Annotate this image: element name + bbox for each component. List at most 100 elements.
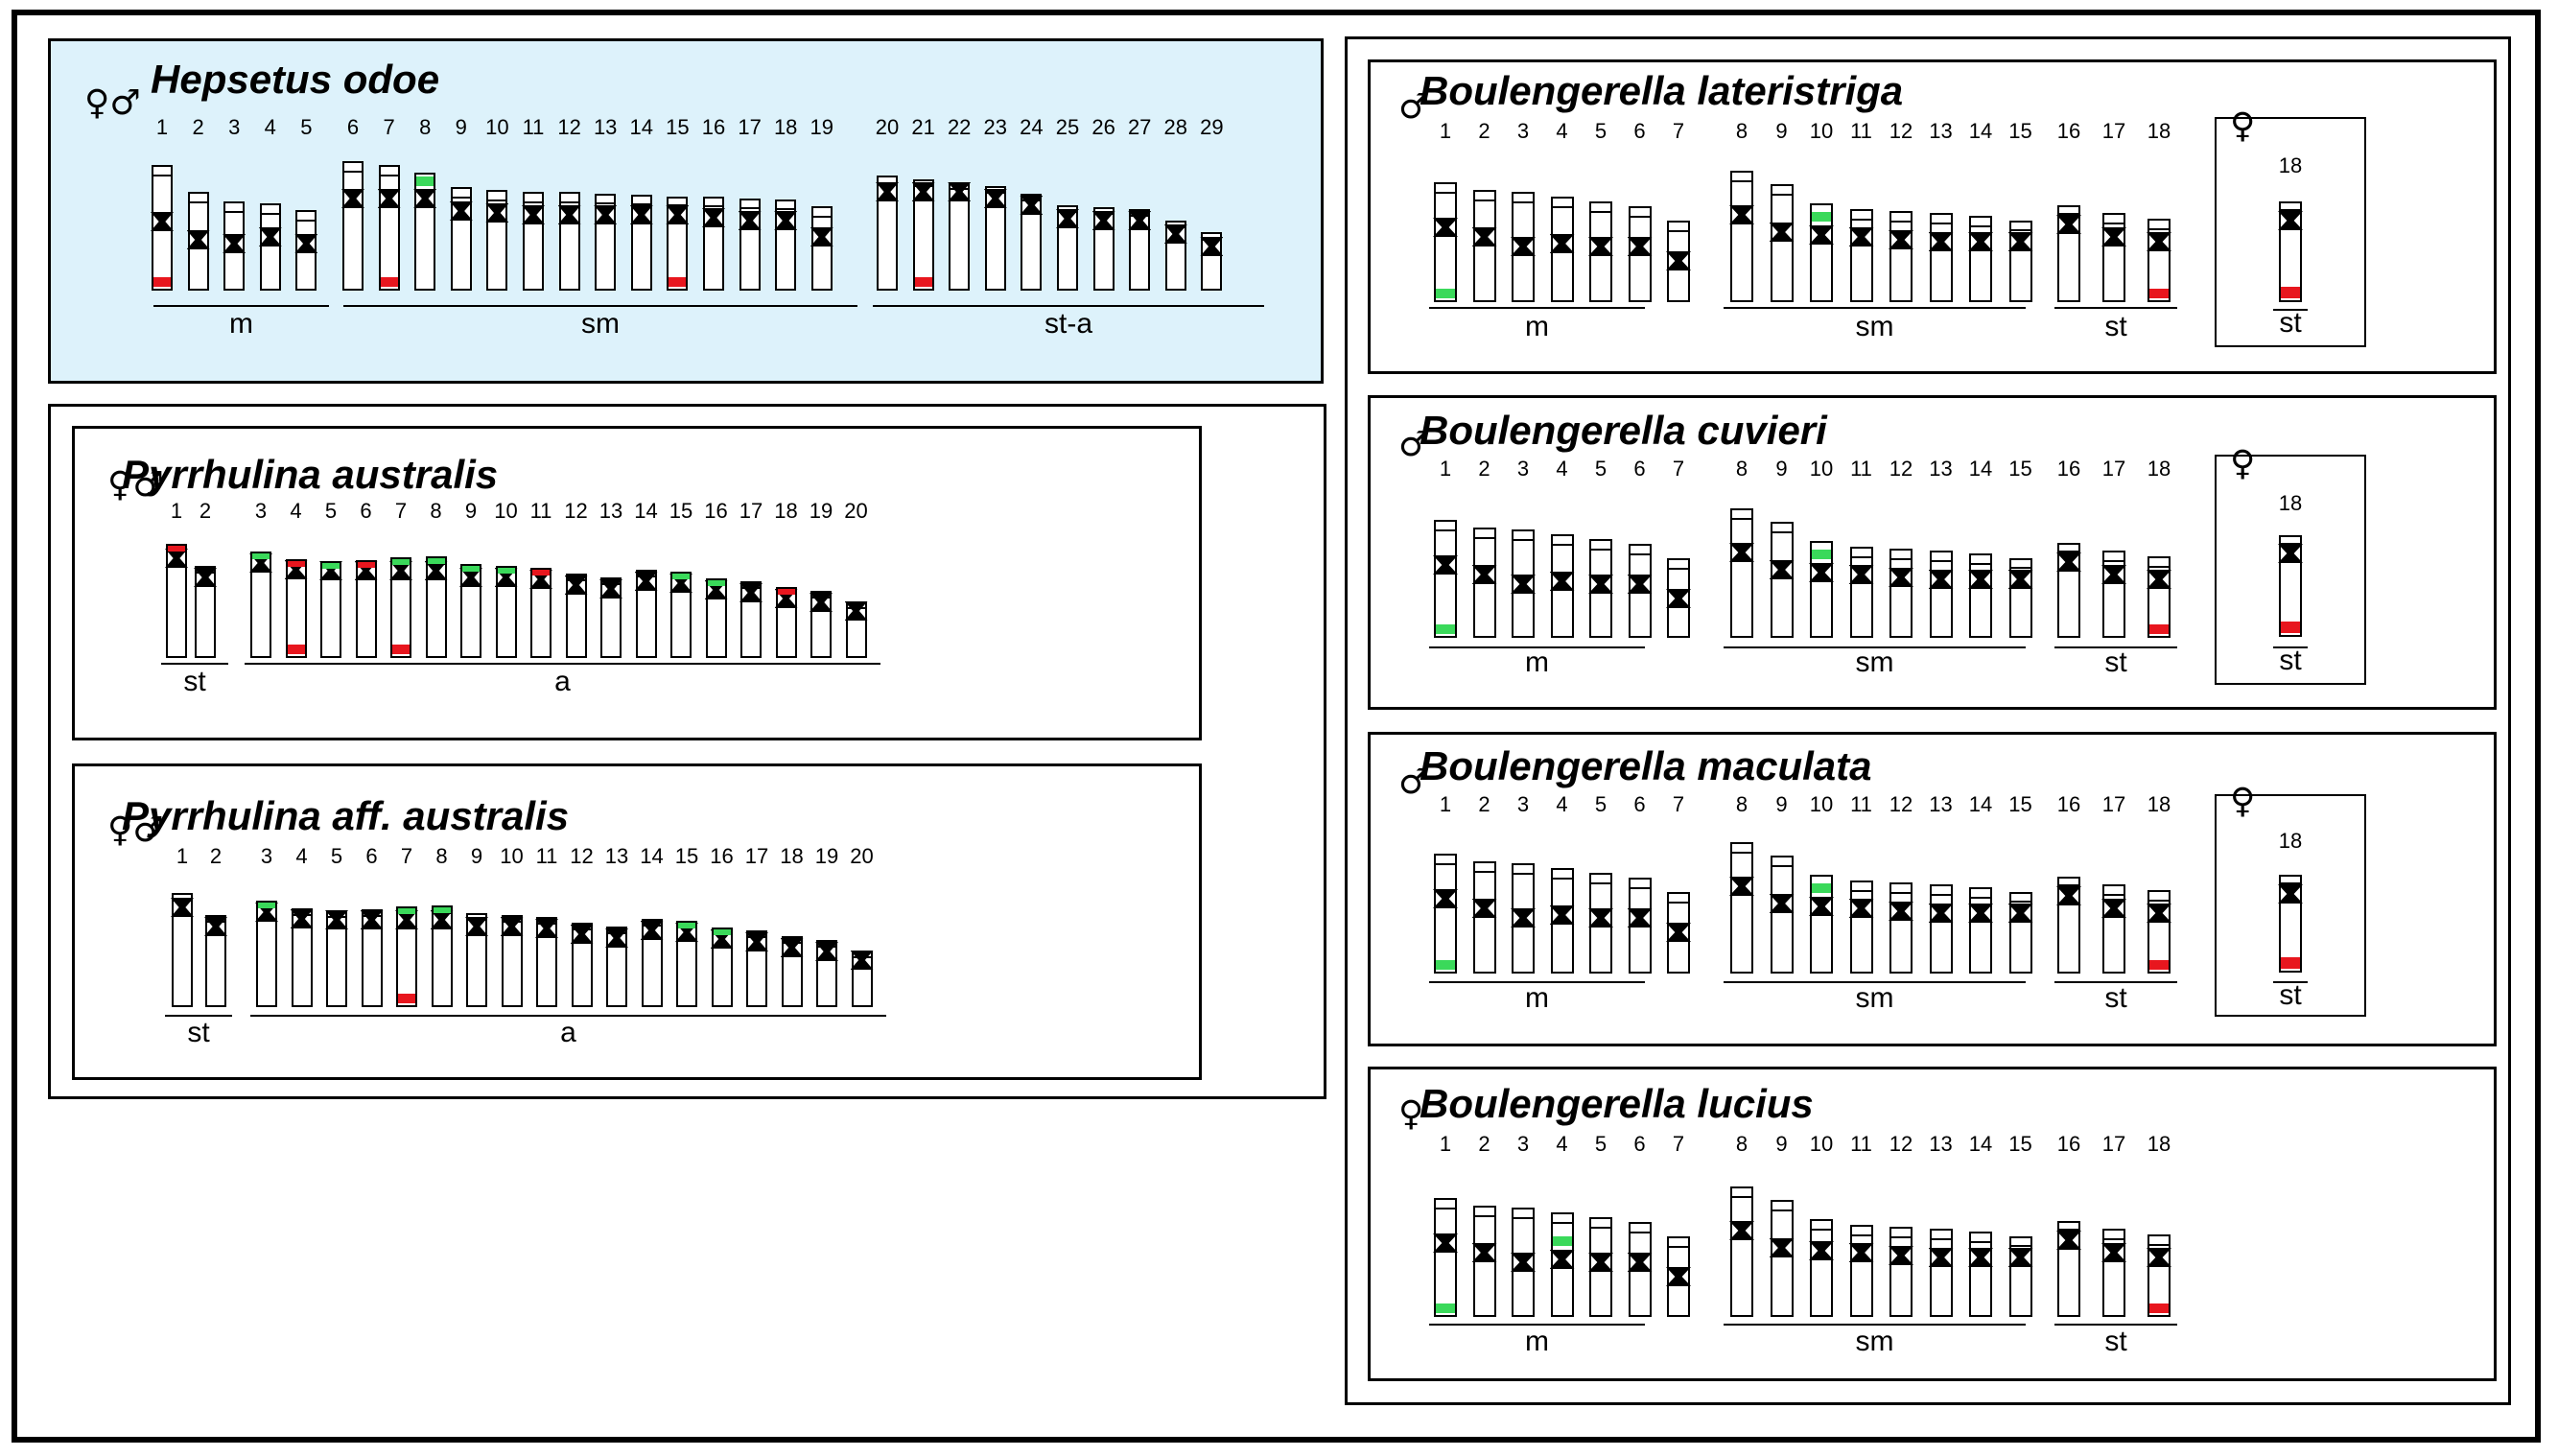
- chromosome-cap: [1630, 553, 1650, 555]
- inset-chromosome-number: 18: [2278, 829, 2303, 853]
- chromosome: [2147, 556, 2171, 638]
- chromosome-number: 13: [593, 115, 618, 139]
- chromosome-cap: [380, 175, 398, 176]
- species-title: Pyrrhulina australis: [122, 452, 499, 497]
- chromosome: [151, 165, 174, 291]
- chromosome-number: 16: [701, 115, 726, 139]
- chromosome-number: 7: [1672, 119, 1685, 143]
- chromosome: [430, 905, 454, 1007]
- inset-chromosome-number: 18: [2278, 491, 2303, 515]
- nor-mark-red: [287, 645, 305, 654]
- chromosome: [1889, 1227, 1913, 1317]
- nor-mark-green: [1552, 1236, 1572, 1246]
- chromosome-cap: [560, 200, 578, 203]
- chromosome: [675, 921, 698, 1007]
- chromosome-cap: [189, 201, 207, 203]
- centromere: [1889, 1246, 1913, 1265]
- chromosome-number: 11: [1850, 457, 1872, 481]
- chromosome-number: 8: [1735, 457, 1748, 481]
- centromere: [1848, 227, 1874, 247]
- group-label: m: [229, 308, 253, 340]
- chromosome: [1968, 1232, 1993, 1317]
- chromosome: [186, 192, 210, 291]
- group-underline: [1429, 1324, 1645, 1326]
- centromere: [810, 593, 833, 612]
- chromosome-cap: [1971, 563, 1990, 565]
- centromere: [204, 917, 227, 936]
- chromosome: [1848, 547, 1874, 638]
- chromosome-number: 1: [1439, 457, 1452, 481]
- centromere: [1627, 575, 1653, 594]
- chromosome-cap: [1436, 1208, 1455, 1209]
- chromosome: [704, 578, 728, 658]
- chromosome-cap: [1630, 887, 1650, 889]
- chromosome: [738, 199, 762, 291]
- chromosome-cap: [1971, 897, 1990, 899]
- group-underline: [2054, 307, 2177, 309]
- chromosome-number: 10: [1809, 792, 1834, 816]
- centromere: [1433, 555, 1458, 575]
- species-title: Boulengerella lateristriga: [1420, 68, 1904, 113]
- centromere: [2056, 1231, 2081, 1250]
- centromere: [1511, 908, 1536, 928]
- chromosome-cap: [2010, 901, 2030, 903]
- chromosome: [983, 186, 1007, 291]
- female-symbol: ♀: [2230, 444, 2256, 483]
- chromosome-cap: [1474, 1215, 1494, 1217]
- chromosome: [810, 206, 833, 291]
- species-title: Pyrrhulina aff. australis: [122, 793, 570, 838]
- centromere: [2056, 886, 2081, 905]
- chromosome-number: 18: [2147, 457, 2171, 481]
- chromosome: [465, 913, 488, 1007]
- chromosome-number: 8: [435, 844, 448, 868]
- chromosome-number: 19: [809, 499, 833, 523]
- centromere: [2101, 899, 2126, 918]
- centromere: [223, 234, 246, 253]
- chromosome: [745, 930, 768, 1007]
- centromere: [1848, 565, 1874, 584]
- chromosome-number: 24: [1020, 115, 1044, 139]
- nor-mark-red: [777, 589, 795, 595]
- chromosome: [2056, 1221, 2081, 1317]
- chromosome: [1471, 861, 1497, 974]
- centromere: [1666, 923, 1691, 942]
- nor-mark-red: [392, 645, 410, 654]
- chromosome-number: 11: [522, 115, 545, 139]
- chromosome-cap: [1931, 894, 1951, 896]
- chromosome-cap: [2104, 894, 2124, 896]
- chromosome: [294, 210, 318, 291]
- chromosome: [500, 915, 524, 1007]
- inset-group-label: st: [2279, 979, 2302, 1011]
- chromosome-cap: [1891, 558, 1911, 560]
- chromosome: [1968, 553, 1993, 638]
- chromosome-cap: [261, 213, 279, 215]
- female-symbol: ♀: [2230, 782, 2256, 821]
- chromosome: [1848, 881, 1874, 974]
- chromosome: [1889, 882, 1913, 974]
- centromere: [1471, 565, 1497, 584]
- species-title: Hepsetus odoe: [151, 57, 440, 102]
- group-label: m: [1525, 646, 1549, 678]
- chromosome-cap: [1591, 1227, 1610, 1229]
- chromosome: [1511, 1208, 1536, 1317]
- nor-mark-green: [497, 568, 515, 574]
- chromosome-number: 1: [1439, 1132, 1452, 1156]
- chromosome-number: 8: [1735, 792, 1748, 816]
- nor-mark-green: [252, 553, 270, 559]
- chromosome-cap: [1669, 1246, 1688, 1248]
- chromosome: [1666, 892, 1691, 974]
- centromere: [1588, 908, 1613, 928]
- chromosome: [564, 574, 588, 658]
- chromosome-number: 3: [1516, 457, 1530, 481]
- chromosome: [1809, 875, 1834, 974]
- chromosome-number: 9: [455, 115, 467, 139]
- chromosome: [424, 556, 448, 658]
- group-underline: [343, 305, 857, 307]
- chromosome: [1889, 549, 1913, 638]
- chromosome: [494, 566, 518, 658]
- chromosome-number: 1: [1439, 792, 1452, 816]
- chromosome-cap: [2149, 227, 2169, 230]
- chromosome-cap: [597, 202, 615, 204]
- chromosome-cap: [1971, 1241, 1990, 1243]
- nor-mark-green: [672, 574, 690, 579]
